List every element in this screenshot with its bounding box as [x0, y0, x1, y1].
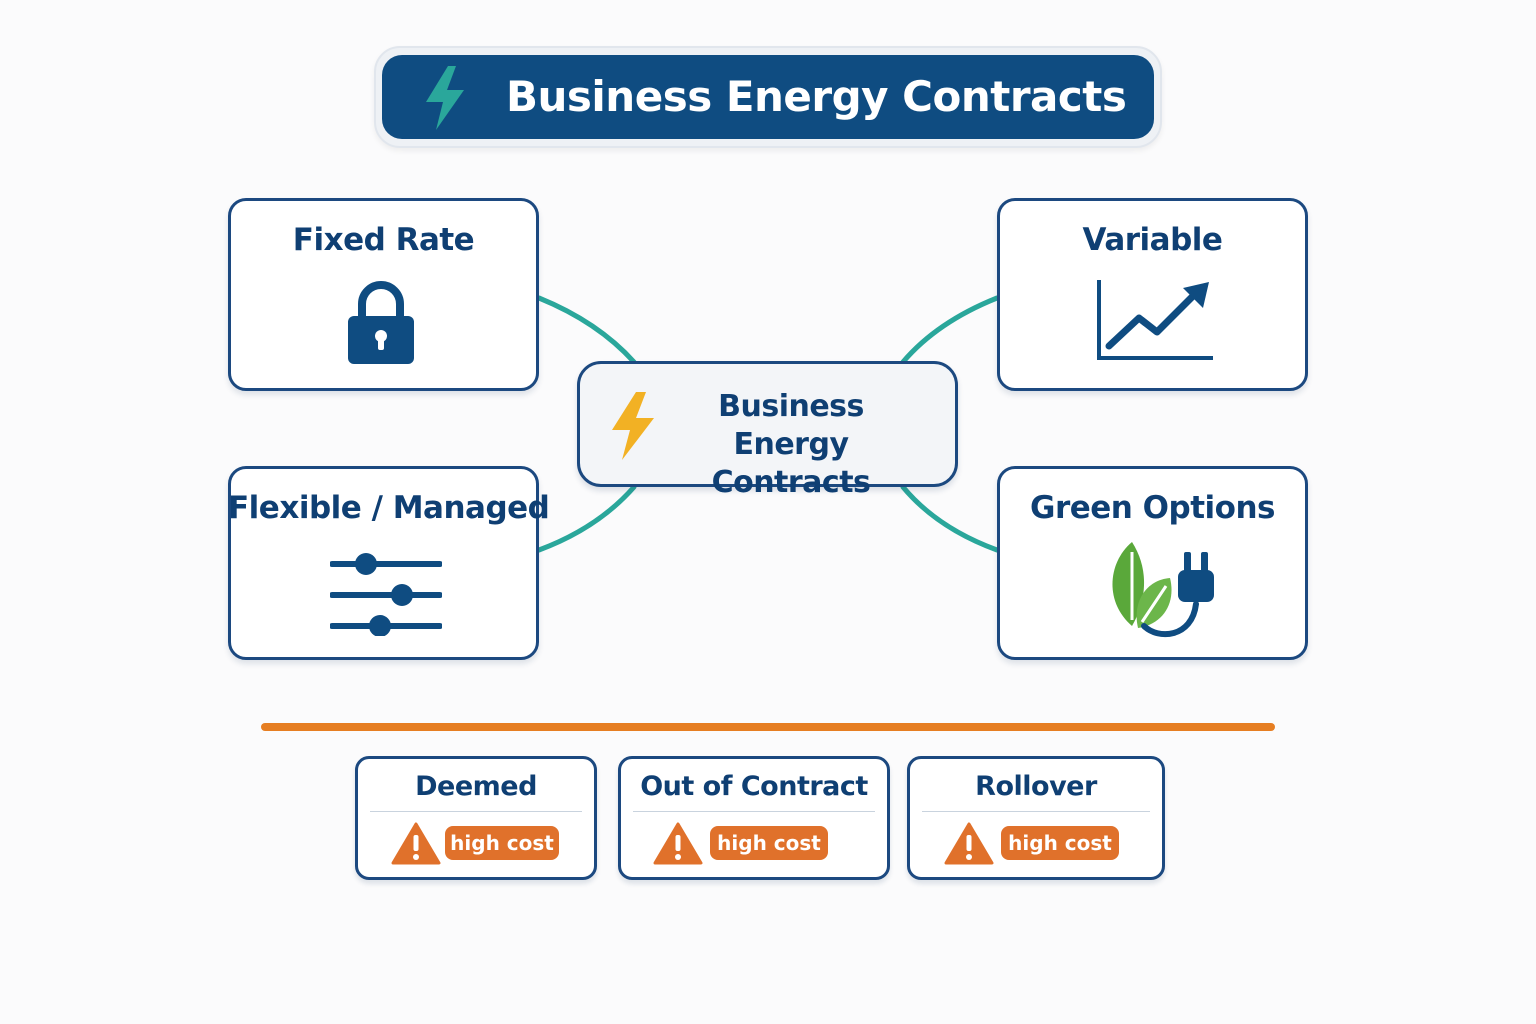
- warning-card-deemed: [355, 756, 597, 880]
- warning-triangle-icon: [391, 822, 441, 865]
- central-node-line-2: Contracts: [711, 465, 871, 500]
- lightning-bolt-icon: [426, 66, 464, 130]
- central-node-label: Business Energy Contracts: [660, 388, 922, 502]
- padlock-icon: [348, 281, 414, 364]
- warning-card-deemed-title: Deemed: [415, 771, 537, 802]
- card-green-title: Green Options: [1030, 490, 1275, 526]
- page-title: Business Energy Contracts: [506, 72, 1127, 121]
- connector-variable: [900, 295, 1000, 365]
- title-banner: [382, 55, 1154, 139]
- card-green-options: [997, 466, 1308, 660]
- connector-fixed-rate: [536, 295, 637, 365]
- sliders-icon: [330, 553, 442, 636]
- warning-card-separator: [633, 811, 875, 812]
- central-node-line-1: Business Energy: [718, 389, 864, 462]
- warning-card-rollover-title: Rollover: [975, 771, 1097, 802]
- high-cost-badge: high cost: [710, 826, 828, 860]
- high-cost-badge: high cost: [1001, 826, 1119, 860]
- high-cost-badge: high cost: [445, 826, 559, 860]
- warning-card-out-of-contract-title: Out of Contract: [640, 771, 868, 802]
- leaf-plug-icon: [1112, 542, 1214, 638]
- connector-flexible: [536, 484, 637, 553]
- card-variable-title: Variable: [1082, 222, 1223, 258]
- warning-card-separator: [370, 811, 582, 812]
- warning-triangle-icon: [653, 822, 703, 865]
- rising-chart-icon: [1097, 280, 1213, 360]
- lightning-bolt-icon: [612, 392, 654, 460]
- warning-card-separator: [922, 811, 1150, 812]
- warning-triangle-icon: [944, 822, 994, 865]
- orange-divider: [261, 723, 1275, 731]
- card-fixed-rate-title: Fixed Rate: [292, 222, 475, 258]
- card-flexible-title: Flexible / Managed: [228, 490, 550, 526]
